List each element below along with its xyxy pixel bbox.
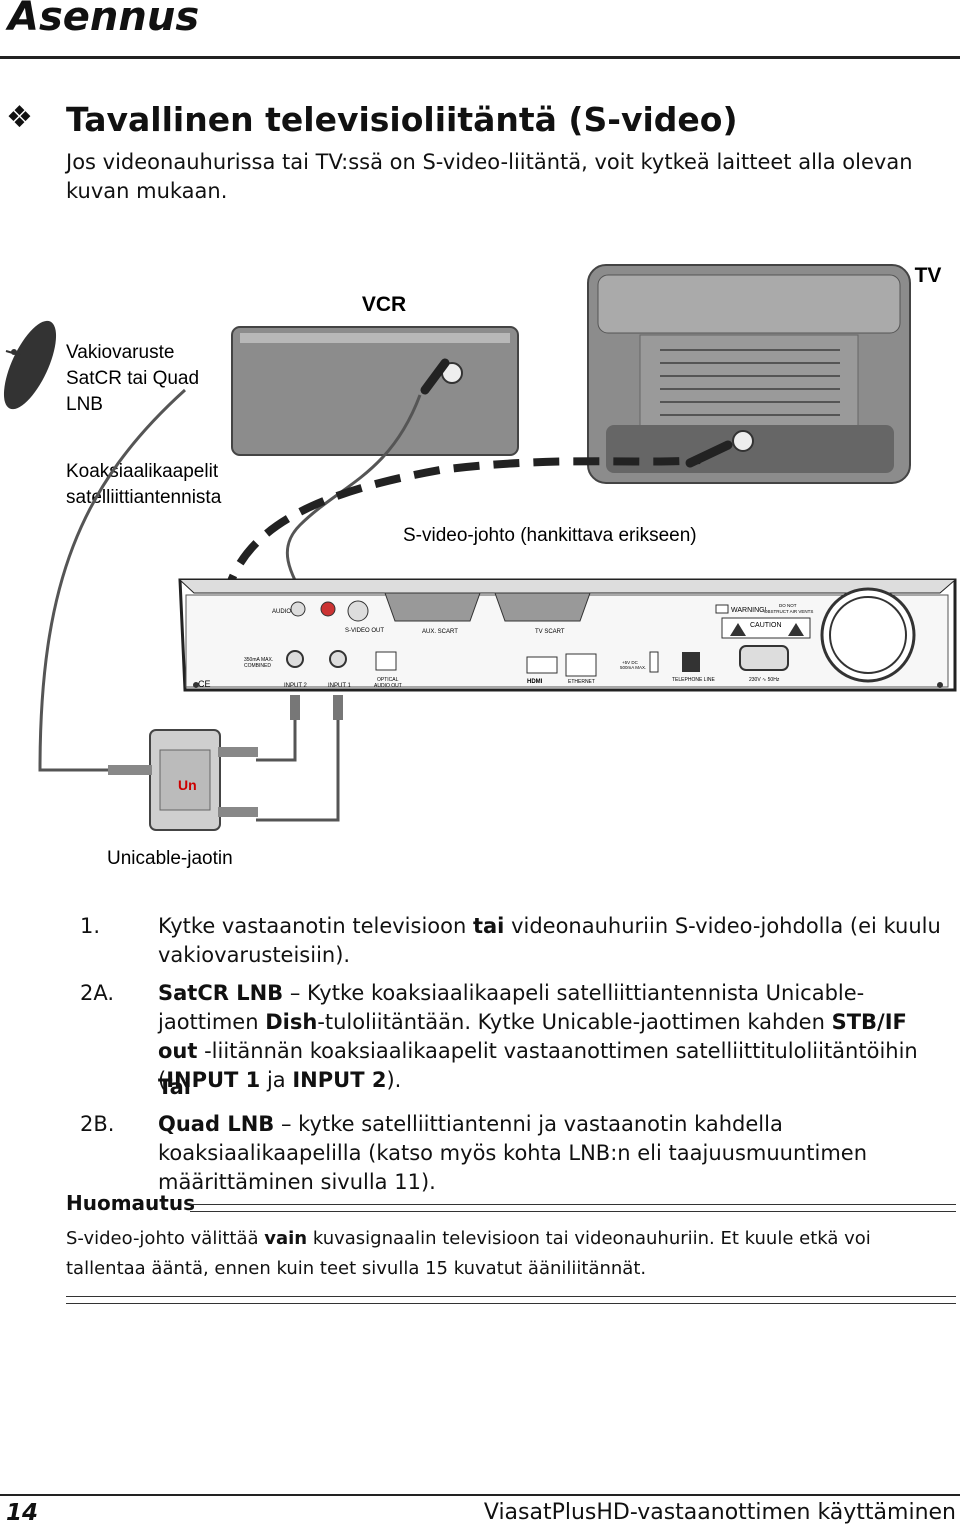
svideo-cable-label: S-video-johto (hankittava erikseen) <box>403 525 697 546</box>
bold-run: SatCR LNB <box>158 981 284 1005</box>
splitter-label: Unicable-jaotin <box>107 848 233 869</box>
text-run: videonauhuriin S-video-johdolla (ei kuul… <box>158 914 941 967</box>
svg-text:TV SCART: TV SCART <box>535 629 565 635</box>
svg-text:S-VIDEO OUT: S-VIDEO OUT <box>345 628 384 634</box>
svg-text:COMBINED: COMBINED <box>244 663 271 669</box>
svg-text:OPTICAL: OPTICAL <box>377 677 399 683</box>
lnb-label-line2: SatCR tai Quad <box>66 368 199 389</box>
svg-text:350mA MAX.: 350mA MAX. <box>244 657 273 663</box>
bold-run: Tai <box>158 1075 191 1099</box>
svg-text:+5V DC: +5V DC <box>622 660 639 665</box>
coax-cables <box>38 388 340 822</box>
step-2b-number: 2B. <box>80 1112 115 1136</box>
tv-label: TV <box>915 264 942 287</box>
step-or-text: Tai <box>158 1073 948 1102</box>
svg-text:TELEPHONE LINE: TELEPHONE LINE <box>672 677 715 683</box>
step-2b-text: Quad LNB – kytke satelliittiantenni ja v… <box>158 1110 948 1197</box>
bold-run: STB/IF out <box>158 1010 907 1063</box>
note-text: S-video-johto välittää vain kuvasignaali… <box>66 1224 946 1284</box>
bold-run: Dish <box>265 1010 318 1034</box>
footer-rule <box>0 1494 960 1496</box>
unicable-splitter-icon: Un <box>108 729 258 831</box>
bold-run: Quad LNB <box>158 1112 275 1136</box>
svg-text:INPUT 2: INPUT 2 <box>284 683 308 689</box>
bold-run: vain <box>264 1228 308 1249</box>
text-run: S-video-johto välittää <box>66 1228 265 1249</box>
text-run: ja <box>260 1068 293 1092</box>
lnb-label-line3: LNB <box>66 394 103 415</box>
vcr-label: VCR <box>362 293 406 316</box>
input2-connector <box>290 695 300 720</box>
svg-text:DO NOT: DO NOT <box>779 603 797 608</box>
diamond-bullet-icon: ❖ <box>6 100 33 135</box>
text-run: -tuloliitäntään. Kytke Unicable-jaottime… <box>317 1010 832 1034</box>
svg-text:OBSTRUCT AIR VENTS: OBSTRUCT AIR VENTS <box>764 609 813 614</box>
text-run: Kytke vastaanotin televisioon <box>158 914 473 938</box>
bold-run: tai <box>472 914 505 938</box>
text-run: – kytke satelliittiantenni ja vastaanoti… <box>158 1112 868 1194</box>
bold-run: INPUT 2 <box>292 1068 387 1092</box>
svg-text:500mA MAX.: 500mA MAX. <box>620 665 646 670</box>
svg-text:WARNING!: WARNING! <box>731 607 767 614</box>
page-heading: Tavallinen televisioliitäntä (S-video) <box>66 100 738 139</box>
svg-text:AUDIO OUT: AUDIO OUT <box>374 683 402 689</box>
text-run: -liitännän koaksiaalikaapelit vastaanott… <box>158 1039 918 1092</box>
coax-label-line1: Koaksiaalikaapelit <box>66 461 219 482</box>
step-2a-text: SatCR LNB – Kytke koaksiaalikaapeli sate… <box>158 979 948 1095</box>
svg-text:HDMI: HDMI <box>527 679 543 685</box>
section-title: Asennus <box>8 0 200 40</box>
input1-connector <box>333 695 343 720</box>
header-rule <box>0 56 960 59</box>
svg-text:CAUTION: CAUTION <box>750 622 782 629</box>
svg-text:CE: CE <box>198 679 211 689</box>
svg-text:INPUT 1: INPUT 1 <box>328 683 352 689</box>
connection-diagram: Vakiovaruste SatCR tai Quad LNB Koaksiaa… <box>3 264 957 869</box>
lnb-label-line1: Vakiovaruste <box>66 342 174 363</box>
step-1-text: Kytke vastaanotin televisioon tai videon… <box>158 912 948 970</box>
text-run: kuvasignaalin televisioon tai videonauhu… <box>66 1228 871 1279</box>
bold-run: INPUT 1 <box>166 1068 261 1092</box>
tv-device <box>587 264 911 484</box>
svg-text:AUDIO: AUDIO <box>272 609 291 615</box>
step-2a-number: 2A. <box>80 981 115 1005</box>
note-title-rule <box>190 1204 956 1212</box>
footer-title: ViasatPlusHD-vastaanottimen käyttäminen <box>483 1500 956 1525</box>
note-title: Huomautus <box>66 1191 195 1215</box>
svg-text:AUX. SCART: AUX. SCART <box>422 629 458 635</box>
satellite-dish-icon <box>3 320 57 410</box>
page-number: 14 <box>6 1500 39 1526</box>
note-end-rule <box>66 1296 956 1304</box>
svg-text:ETHERNET: ETHERNET <box>568 679 595 685</box>
step-1-number: 1. <box>80 914 101 938</box>
svg-text:Un: Un <box>178 777 197 793</box>
coax-label-line2: satelliittiantennista <box>66 487 222 508</box>
text-run: – Kytke koaksiaalikaapeli satelliittiant… <box>158 981 865 1034</box>
intro-text: Jos videonauhurissa tai TV:ssä on S-vide… <box>66 150 913 203</box>
receiver-back-panel: AUDIO S-VIDEO OUT AUX. SCART TV SCART WA… <box>178 578 957 692</box>
vcr-device <box>231 326 519 456</box>
text-run: ). <box>386 1068 402 1092</box>
svg-text:230V ∿ 50Hz: 230V ∿ 50Hz <box>749 677 780 683</box>
